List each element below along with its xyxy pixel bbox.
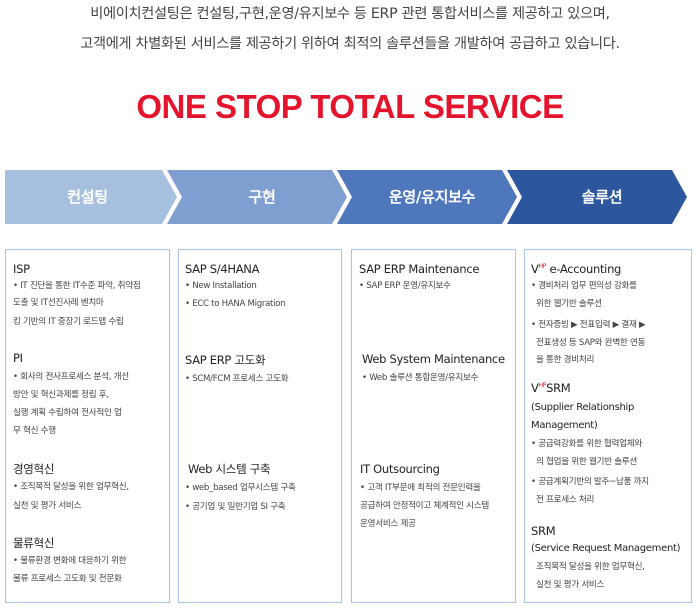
mgmt-bullet-line-1: • 조직목적 달성을 위한 업무혁신, bbox=[13, 482, 129, 492]
s4hana-bullet-2: • ECC to HANA Migration bbox=[185, 299, 286, 309]
service-request-srm-subtitle: (Service Request Management) bbox=[531, 543, 681, 554]
e-accounting-bullet-1-line-2: 위한 웹기반 솔루션 bbox=[536, 299, 602, 309]
vhp-e-accounting-title: VHP e-Accounting bbox=[531, 262, 621, 276]
sap-erp-maintenance-bullet-1: • SAP ERP 운영/유지보수 bbox=[359, 281, 451, 291]
e-accounting-bullet-2-line-2: 전표생성 등 SAP와 완벽한 연동 bbox=[536, 338, 646, 348]
vhp-srm-v: V bbox=[531, 381, 539, 395]
srm-subtitle-line-1: (Supplier Relationship bbox=[531, 402, 635, 413]
vhp-e-accounting-name: e-Accounting bbox=[546, 262, 622, 276]
implementation-column: SAP S/4HANA • New Installation • ECC to … bbox=[178, 249, 342, 603]
isp-title: ISP bbox=[13, 262, 30, 276]
srm-bullet-2-line-2: 전 프로세스 처리 bbox=[536, 495, 595, 505]
it-outsourcing-bullet-line-3: 운영서비스 제공 bbox=[360, 519, 416, 529]
srm-bullet-1-line-2: 의 협업을 위한 웹기반 솔루션 bbox=[536, 457, 638, 467]
web-system-maintenance-title: Web System Maintenance bbox=[362, 352, 505, 366]
service-request-srm-line-1: 조직목적 달성을 위한 업무혁신, bbox=[536, 562, 645, 572]
it-outsourcing-bullet-line-1: • 고객 IT부문에 최적의 전문인력을 bbox=[360, 483, 481, 493]
mgmt-bullet-line-2: 실천 및 평가 서비스 bbox=[13, 501, 82, 511]
s4hana-title: SAP S/4HANA bbox=[185, 262, 260, 276]
pi-bullet-line-3: 실행 계획 수립하여 전사적인 업 bbox=[13, 408, 122, 418]
service-request-srm-title: SRM bbox=[531, 524, 556, 538]
web-system-build-title: Web 시스템 구축 bbox=[188, 462, 271, 476]
stage-arrow-solution bbox=[507, 170, 687, 224]
intro-line-2: 고객에게 차별화된 서비스를 제공하기 위하여 최적의 솔루션들을 개발하여 공… bbox=[80, 36, 620, 52]
vhp-e-accounting-v: V bbox=[531, 262, 539, 276]
solution-column: VHP e-Accounting • 경비처리 업무 편의성 강화를 위한 웹기… bbox=[524, 249, 692, 603]
it-outsourcing-title: IT Outsourcing bbox=[360, 462, 440, 476]
sap-erp-upgrade-bullet-1: • SCM/FCM 프로세스 고도화 bbox=[185, 374, 289, 384]
web-system-build-bullet-1: • web_based 업무시스템 구축 bbox=[185, 483, 296, 493]
mgmt-innovation-title: 경영혁신 bbox=[13, 462, 55, 476]
stage-label-consulting: 컨설팅 bbox=[67, 188, 108, 206]
isp-bullet-line-1: • IT 진단을 통한 IT수준 파악, 취약점 bbox=[13, 281, 141, 291]
pi-bullet-line-2: 방안 및 혁신과제를 정립 후, bbox=[13, 390, 109, 400]
it-outsourcing-bullet-line-2: 공급하여 안정적이고 체계적인 시스템 bbox=[360, 501, 489, 511]
logistics-bullet-line-2: 물류 프로세스 고도화 및 전문화 bbox=[13, 574, 122, 584]
pi-title: PI bbox=[13, 351, 23, 365]
vhp-srm-title: VHPSRM bbox=[531, 381, 571, 395]
stage-arrow-consulting bbox=[5, 170, 177, 224]
isp-bullet-line-3: 킹 기반의 IT 중장기 로드맵 수립 bbox=[13, 317, 124, 327]
vhp-srm-sup: HP bbox=[538, 382, 547, 390]
e-accounting-bullet-1-line-1: • 경비처리 업무 편의성 강화를 bbox=[531, 281, 637, 291]
stage-label-solution: 솔루션 bbox=[581, 188, 623, 206]
logistics-innovation-title: 물류혁신 bbox=[13, 536, 55, 550]
s4hana-bullet-1: • New Installation bbox=[185, 281, 257, 291]
web-system-build-bullet-2: • 공기업 및 일반기업 SI 구축 bbox=[185, 502, 286, 512]
headline-one-stop-total-service: ONE STOP TOTAL SERVICE bbox=[136, 88, 564, 125]
srm-bullet-2-line-1: • 공급계획기반의 발주~납품 까지 bbox=[531, 477, 649, 487]
stage-label-implementation: 구현 bbox=[248, 188, 276, 206]
srm-subtitle-line-2: Management) bbox=[531, 420, 598, 431]
consulting-column: ISP • IT 진단을 통한 IT수준 파악, 취약점 도출 및 IT선진사례… bbox=[5, 249, 170, 603]
operation-column: SAP ERP Maintenance • SAP ERP 운영/유지보수 We… bbox=[351, 249, 516, 603]
stage-label-operation: 운영/유지보수 bbox=[388, 188, 476, 206]
e-accounting-bullet-2-line-3: 을 통한 경비처리 bbox=[536, 355, 595, 365]
isp-bullet-line-2: 도출 및 IT선진사례 벤치마 bbox=[13, 298, 104, 308]
stage-arrow-implementation bbox=[167, 170, 347, 224]
pi-bullet-line-4: 무 혁신 수행 bbox=[13, 426, 56, 436]
e-accounting-bullet-2-line-1: • 전자증빙 ▶ 전표입력 ▶ 결재 ▶ bbox=[531, 320, 646, 330]
web-system-maintenance-bullet-1: • Web 솔루션 통합운영/유지보수 bbox=[362, 373, 479, 383]
intro-line-1: 비에이치컨설팅은 컨설팅,구현,운영/유지보수 등 ERP 관련 통합서비스를 … bbox=[90, 6, 610, 22]
vhp-srm-name: SRM bbox=[546, 381, 571, 395]
logistics-bullet-line-1: • 물류환경 변화에 대응하기 위한 bbox=[13, 556, 127, 566]
stage-arrow-operation bbox=[337, 170, 517, 224]
service-request-srm-line-2: 실천 및 평가 서비스 bbox=[536, 580, 605, 590]
service-stage-arrows bbox=[5, 170, 687, 224]
srm-bullet-1-line-1: • 공급력강화를 위한 협력업체와 bbox=[531, 439, 642, 449]
sap-erp-upgrade-title: SAP ERP 고도화 bbox=[185, 353, 266, 367]
sap-erp-maintenance-title: SAP ERP Maintenance bbox=[359, 262, 480, 276]
pi-bullet-line-1: • 회사의 전사프로세스 분석, 개선 bbox=[13, 372, 129, 382]
vhp-e-accounting-sup: HP bbox=[538, 263, 547, 271]
